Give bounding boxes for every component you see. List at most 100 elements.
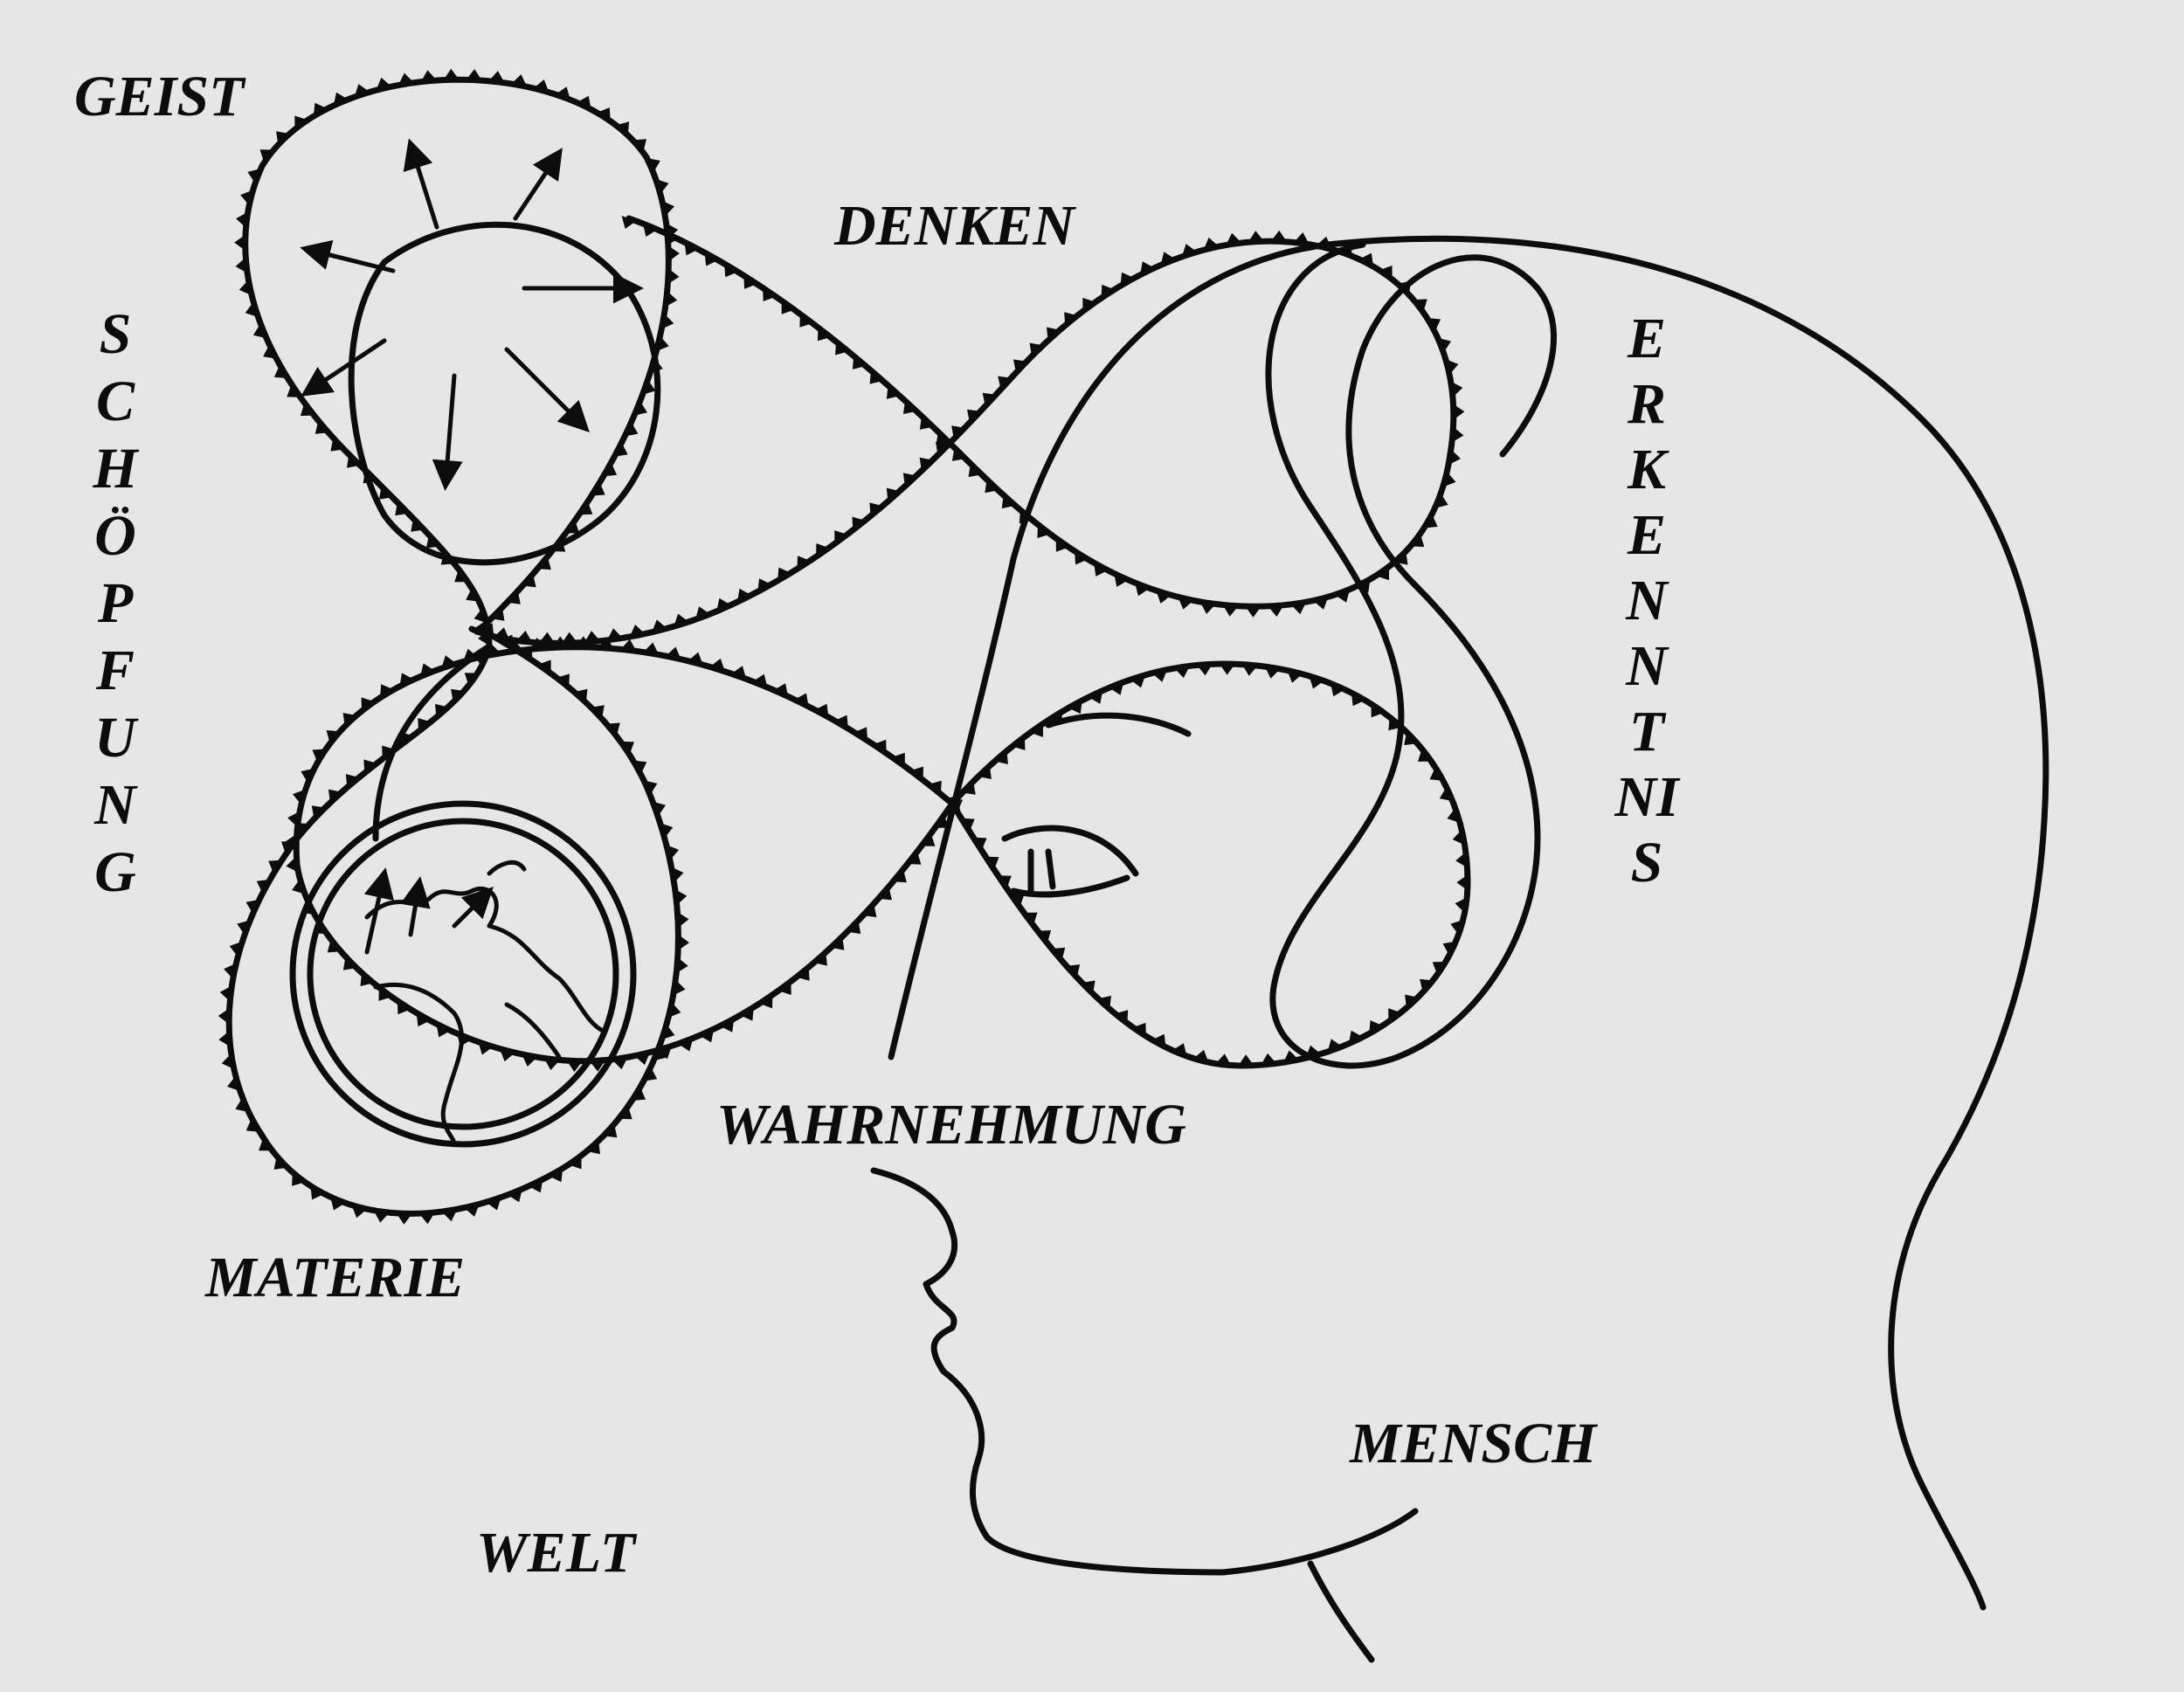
serration-tooth	[363, 759, 377, 773]
serration-tooth	[256, 879, 270, 894]
serration-tooth	[1452, 829, 1465, 846]
serration-tooth	[326, 730, 341, 743]
serration-tooth	[229, 941, 243, 957]
serration-tooth	[1097, 995, 1111, 1010]
serration-tooth	[604, 1124, 618, 1138]
serration-tooth	[245, 899, 259, 915]
serration-tooth	[287, 383, 301, 397]
serration-tooth	[1037, 930, 1052, 943]
serration-tooth	[1226, 232, 1241, 245]
serration-tooth	[268, 860, 282, 874]
serration-tooth	[511, 74, 528, 87]
serration-tooth	[1309, 675, 1324, 689]
eye-pupil	[1027, 848, 1056, 894]
serration-tooth	[443, 68, 460, 80]
serration-tooth	[1376, 566, 1389, 581]
serration-tooth	[752, 673, 768, 687]
serration-tooth	[454, 569, 468, 583]
big-figure-eight-loop	[225, 76, 681, 1217]
serration-tooth	[1348, 1030, 1364, 1044]
serration-tooth	[292, 1172, 305, 1186]
serration-tooth	[1313, 597, 1329, 610]
serration-tooth	[1241, 664, 1258, 676]
serration-tooth	[757, 578, 772, 592]
serration-tooth	[295, 822, 310, 836]
serration-tooth	[247, 169, 261, 183]
serration-tooth	[619, 1106, 632, 1120]
serration-tooth	[684, 242, 699, 256]
serration-tooth	[330, 1197, 346, 1211]
serration-tooth	[873, 739, 887, 754]
neck-line	[1307, 1560, 1375, 1663]
serration-tooth	[464, 1204, 480, 1217]
serration-tooth	[235, 1097, 249, 1113]
serration-tooth	[287, 811, 300, 827]
eye-upper-lid	[1001, 825, 1139, 877]
serration-tooth	[240, 190, 253, 205]
serration-tooth	[1356, 579, 1371, 593]
serration-tooth	[794, 693, 809, 707]
serration-tooth	[612, 1057, 628, 1070]
lemniscate-left-lobe	[293, 644, 956, 1065]
serration-tooth	[574, 688, 588, 703]
serration-tooth	[1082, 297, 1095, 312]
serration-tooth	[653, 801, 666, 817]
serration-tooth	[552, 636, 569, 648]
serration-tooth	[380, 684, 394, 698]
serration-tooth	[656, 335, 669, 352]
serration-tooth	[1238, 1054, 1254, 1067]
serration-tooth	[285, 833, 297, 850]
serration-tooth	[565, 520, 580, 534]
serration-tooth	[660, 823, 674, 839]
serration-tooth	[1330, 683, 1345, 697]
serration-tooth	[949, 798, 963, 812]
serration-tooth	[578, 501, 593, 515]
serration-tooth	[951, 425, 965, 439]
serration-tooth	[418, 718, 432, 732]
serrated-teeth	[218, 68, 1469, 1225]
serration-tooth	[1371, 703, 1385, 718]
label-schoepfung: SCHÖPFUNG	[93, 302, 138, 904]
serration-tooth	[621, 216, 637, 229]
serration-tooth	[1199, 602, 1216, 614]
serration-tooth	[507, 590, 521, 604]
serration-tooth	[834, 530, 847, 544]
serration-tooth	[632, 760, 647, 775]
serration-tooth	[1369, 1020, 1383, 1034]
serration-tooth	[886, 487, 900, 501]
label-materie: MATERIE	[205, 1246, 466, 1309]
serration-tooth	[1030, 723, 1044, 737]
serration-tooth	[863, 903, 877, 917]
serration-tooth	[632, 1087, 646, 1101]
serration-tooth	[656, 1046, 672, 1060]
serration-tooth	[263, 344, 277, 359]
serration-tooth	[1088, 690, 1103, 704]
serration-tooth	[1203, 237, 1220, 251]
serration-tooth	[936, 441, 950, 455]
serration-tooth	[1429, 767, 1444, 781]
serration-tooth	[847, 920, 861, 935]
label-mensch: MENSCH	[1350, 1412, 1597, 1475]
serration-tooth	[878, 887, 892, 901]
serration-tooth	[831, 936, 845, 950]
serration-tooth	[994, 750, 1008, 764]
serration-tooth	[1359, 252, 1374, 266]
serration-tooth	[642, 223, 658, 237]
serration-tooth	[575, 636, 591, 647]
serration-tooth	[488, 71, 505, 83]
serration-tooth	[538, 660, 551, 673]
serration-tooth	[973, 837, 987, 851]
serration-tooth	[491, 607, 505, 621]
serration-tooth	[852, 516, 866, 530]
serration-tooth	[1082, 980, 1095, 994]
serration-tooth	[543, 1058, 560, 1071]
serration-tooth	[1446, 359, 1459, 375]
serration-tooth	[259, 1137, 273, 1151]
serration-tooth	[435, 703, 448, 718]
serration-tooth	[1455, 852, 1468, 868]
serration-tooth	[396, 1213, 412, 1225]
serration-tooth	[817, 328, 831, 342]
serration-tooth	[440, 551, 455, 565]
serration-tooth	[327, 939, 342, 953]
